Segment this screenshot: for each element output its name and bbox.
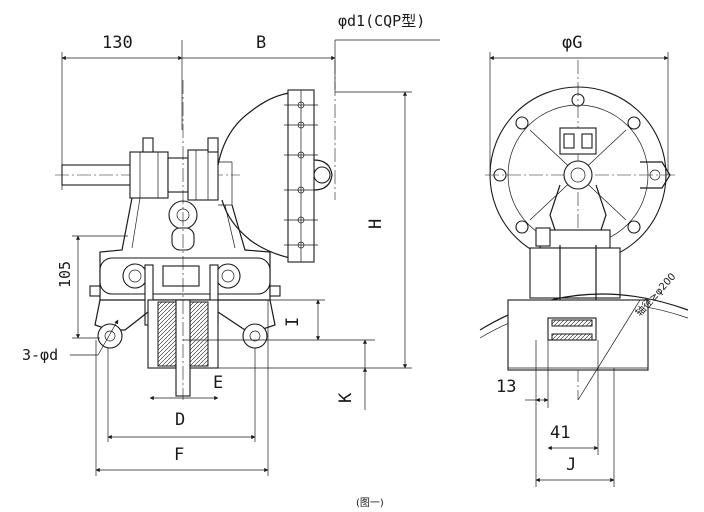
dim-41: 41: [550, 423, 570, 443]
dim-b: B: [256, 33, 266, 53]
dim-3-phi-d: 3-φd: [22, 346, 58, 364]
dim-i: I: [283, 317, 303, 327]
dim-j: J: [566, 455, 576, 475]
dim-13: 13: [496, 377, 516, 397]
dim-d: D: [175, 410, 185, 430]
front-view: [55, 39, 440, 476]
dim-phi-g: φG: [562, 33, 582, 53]
flange-bolts: [284, 101, 318, 249]
dim-k: K: [336, 392, 356, 403]
dim-130: 130: [102, 33, 133, 53]
disc-bolts: [493, 93, 641, 234]
dim-phi-d1: φd1(CQP型): [338, 12, 425, 30]
dim-e: E: [213, 373, 223, 393]
shaft-note: 轴径≥φ200: [633, 270, 679, 319]
dim-f: F: [174, 445, 184, 465]
figure-caption: (图一): [356, 497, 384, 509]
dim-105: 105: [56, 261, 74, 288]
dim-h: H: [366, 219, 386, 229]
side-view: [479, 52, 689, 487]
